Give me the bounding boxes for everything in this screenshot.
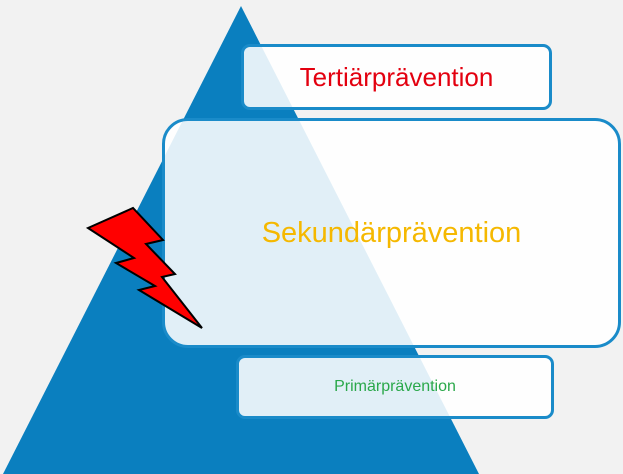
secondary-prevention-label: Sekundärprävention xyxy=(261,216,522,249)
primary-prevention-box: Primärprävention xyxy=(236,355,554,419)
secondary-prevention-box: Sekundärprävention xyxy=(162,118,621,348)
tertiary-prevention-box: Tertiärprävention xyxy=(241,44,552,110)
tertiary-prevention-label: Tertiärprävention xyxy=(299,61,494,92)
primary-prevention-label: Primärprävention xyxy=(334,378,456,395)
